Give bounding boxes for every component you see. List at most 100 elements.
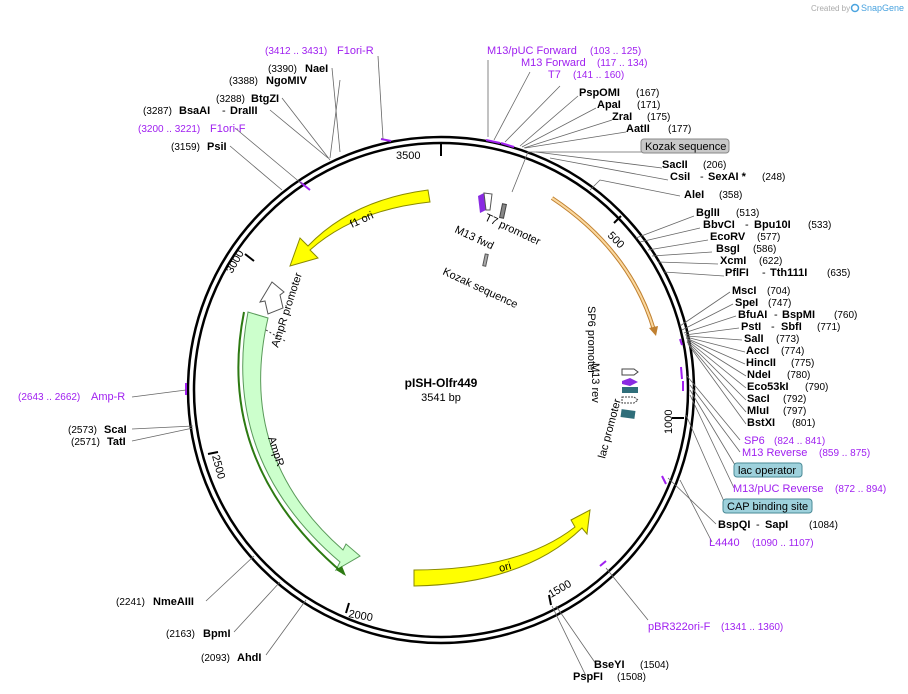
svg-text:PspFI(1508): PspFI(1508)	[573, 671, 646, 683]
site-spei-pos: (747)	[768, 298, 791, 309]
site-eco53ki: Eco53kI	[747, 381, 789, 393]
site-bsgi-pos: (586)	[753, 244, 776, 255]
site-bseyi: BseYI	[594, 659, 625, 671]
svg-text:SalI(773): SalI(773)	[744, 333, 799, 345]
svg-text:BseYI(1504): BseYI (1504)	[594, 659, 669, 671]
site-bpmi: BpmI	[203, 628, 231, 640]
insert-orange-arc-fill	[551, 197, 655, 331]
restriction-sites-right: PspOMI(167) ApaI(171) ZraI(175) AatII(17…	[573, 87, 857, 683]
site-bglii: BglII	[696, 207, 720, 219]
site-apai-pos: (171)	[637, 100, 660, 111]
primer-m13-fwd-range: (117 .. 134)	[597, 58, 647, 69]
site-zrai-pos: (175)	[647, 112, 670, 123]
site-sbfi: SbfI	[781, 321, 802, 333]
site-bstxi-pos: (801)	[792, 418, 815, 429]
ori-label: ori	[498, 560, 513, 575]
site-ahdi: AhdI	[237, 652, 261, 664]
site-ahdi-pos: (2093)	[201, 653, 230, 664]
primer-m13-fwd: M13 Forward	[521, 57, 586, 69]
primer-amp-r: Amp-R	[91, 391, 125, 403]
svg-text:M13 Forward(117 .. 134): M13 Forward (117 .. 134)	[521, 57, 647, 69]
site-scai-pos: (2573)	[68, 425, 97, 436]
site-tati: TatI	[107, 436, 126, 448]
primer-sp6: SP6	[744, 435, 765, 447]
site-saci-pos: (792)	[783, 394, 806, 405]
site-bbvci: BbvCI	[703, 219, 735, 231]
site-ngomiv: NgoMIV	[266, 75, 308, 87]
plasmid-length: 3541 bp	[421, 392, 461, 404]
site-spei: SpeI	[735, 297, 758, 309]
site-scai: ScaI	[104, 424, 127, 436]
site-msci: MscI	[732, 285, 756, 297]
site-mlui-pos: (797)	[783, 406, 806, 417]
site-pspomi: PspOMI	[579, 87, 620, 99]
site-zrai: ZraI	[612, 111, 632, 123]
site-pflfi-pos: (635)	[827, 268, 850, 279]
site-psii: PsiI	[207, 141, 227, 153]
svg-text:AleI(358): AleI(358)	[684, 189, 742, 201]
site-bspqi-pos: (1084)	[809, 520, 838, 531]
svg-text:NdeI(780): NdeI(780)	[747, 369, 810, 381]
site-csii-pos: (248)	[762, 172, 785, 183]
svg-text:BfuAI-BspMI(760): BfuAI-BspMI(760)	[738, 309, 857, 321]
lac-operator-mark	[622, 387, 638, 393]
lac-operator-box-label: lac operator	[738, 465, 796, 477]
primer-m13-rev: M13 Reverse	[742, 447, 807, 459]
svg-text:(2241)NmeAIII: (2241)NmeAIII	[116, 596, 194, 608]
insert-arrowhead	[649, 326, 658, 336]
primer-ticks	[185, 138, 684, 567]
ampr-promoter-arrow	[258, 281, 285, 315]
svg-text:(3412 .. 3431)F1ori-R: (3412 .. 3431)F1ori-R	[265, 45, 374, 57]
primer-l4440-range: (1090 .. 1107)	[752, 538, 814, 549]
site-bpu10i: Bpu10I	[754, 219, 791, 231]
svg-text:pBR322ori-F(1341 .. 1360): pBR322ori-F(1341 .. 1360)	[648, 621, 783, 633]
svg-text:MluI(797): MluI(797)	[747, 405, 806, 417]
svg-text:HincII(775): HincII(775)	[746, 357, 814, 369]
site-psii-pos: (3159)	[171, 142, 200, 153]
site-bsgi: BsgI	[716, 243, 740, 255]
tick-3500: 3500	[396, 150, 420, 162]
site-draiii: DraIII	[230, 105, 258, 117]
primer-m13-rev-range: (859 .. 875)	[819, 448, 870, 459]
site-psti-sep: -	[771, 321, 775, 333]
m13rev-primer-mark	[622, 378, 638, 386]
svg-text:ApaI(171): ApaI (171)	[597, 99, 660, 111]
svg-text:SacII(206): SacII(206)	[662, 159, 726, 171]
svg-text:BspQI-SapI(1084): BspQI-SapI(1084)	[718, 519, 838, 531]
tick-1000: 1000	[663, 410, 675, 434]
primer-m13puc-rev: M13/pUC Reverse	[733, 483, 823, 495]
svg-text:BstXI(801): BstXI (801)	[747, 417, 815, 429]
svg-text:BbvCI-Bpu10I(533): BbvCI-Bpu10I(533)	[703, 219, 831, 231]
f1-ori-arrow	[289, 189, 431, 267]
kozak-sequence-box	[640, 138, 730, 154]
site-aatii-pos: (177)	[668, 124, 691, 135]
svg-text:SP6(824 .. 841): SP6 (824 .. 841)	[744, 435, 825, 447]
kozak-mark	[498, 203, 508, 219]
primer-amp-r-range: (2643 .. 2662)	[18, 392, 80, 403]
site-pflfi-sep: -	[762, 267, 766, 279]
site-pspfi: PspFI	[573, 671, 603, 683]
primer-f1ori-f-range: (3200 .. 3221)	[138, 124, 200, 135]
lac-operator-box	[733, 462, 803, 478]
site-bstxi: BstXI	[747, 417, 775, 429]
site-bspqi: BspQI	[718, 519, 750, 531]
svg-text:T7(141 .. 160): T7(141 .. 160)	[548, 69, 624, 81]
primer-sp6-range: (824 .. 841)	[774, 436, 825, 447]
svg-text:CsiI-SexAI *(248): CsiI-SexAI *(248)	[670, 171, 785, 183]
site-apai: ApaI	[597, 99, 621, 111]
site-ndei: NdeI	[747, 369, 771, 381]
site-sali-pos: (773)	[776, 334, 799, 345]
leader-lines	[131, 55, 747, 677]
site-btgzi: BtgZI	[251, 93, 279, 105]
site-bseyi-pos: (1504)	[640, 660, 669, 671]
site-nmeaiii: NmeAIII	[153, 596, 194, 608]
svg-text:SacI(792): SacI(792)	[747, 393, 806, 405]
primer-m13puc-fwd-range: (103 .. 125)	[590, 46, 641, 57]
primer-f1ori-r-range: (3412 .. 3431)	[265, 46, 327, 57]
svg-text:(2643 .. 2662)Amp-R: (2643 .. 2662) Amp-R	[18, 391, 125, 403]
primer-m13puc-rev-range: (872 .. 894)	[835, 484, 886, 495]
site-naei-pos: (3390)	[268, 64, 297, 75]
site-bpmi-pos: (2163)	[166, 629, 195, 640]
site-psti-pos: (771)	[817, 322, 840, 333]
